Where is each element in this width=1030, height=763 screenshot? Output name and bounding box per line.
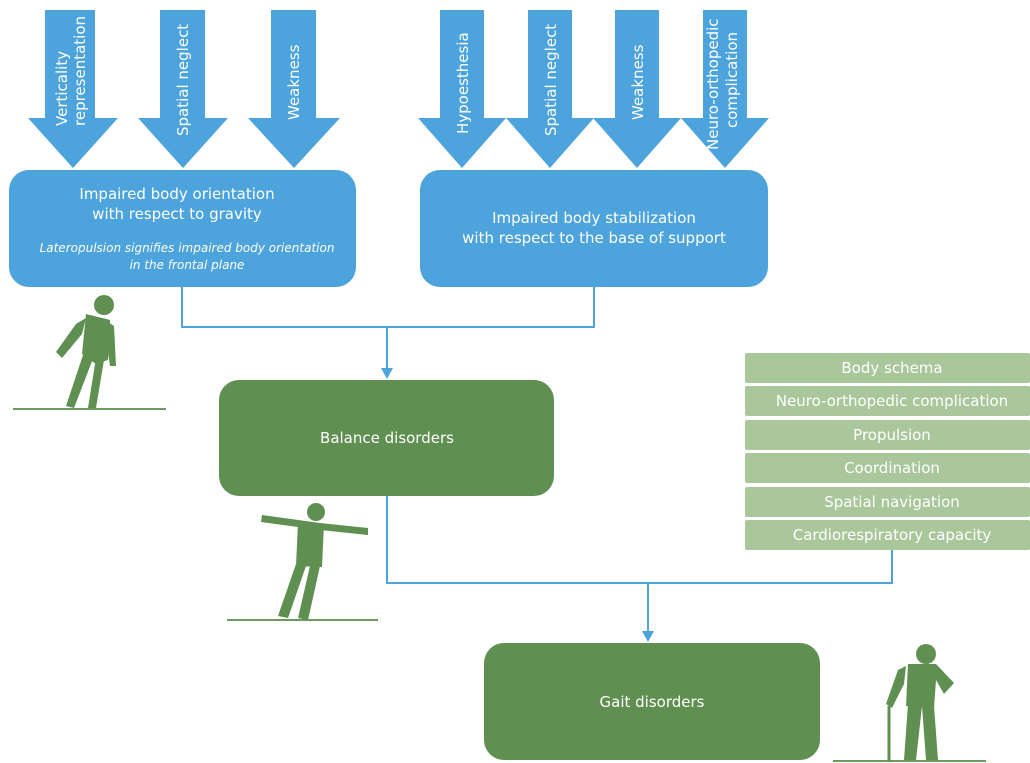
factor-item: Propulsion <box>745 420 1030 450</box>
factor-list: Body schema Neuro-orthopedic complicatio… <box>745 353 1030 550</box>
arrow-label-neuro-orthopedic-line1: Neuro-orthopedic <box>704 18 722 150</box>
arrow-spatial-neglect-right: Spatial neglect <box>506 10 594 168</box>
left-arrow-group: Verticality representation Spatial negle… <box>28 10 340 168</box>
balance-disorders-box: Balance disorders <box>219 380 554 496</box>
arrow-neuro-orthopedic-complication: Neuro-orthopedic complication <box>681 10 769 168</box>
arrow-label-weakness-right: Weakness <box>629 44 647 120</box>
orientation-box-title-line1: Impaired body orientation <box>79 185 274 203</box>
factor-item: Cardiorespiratory capacity <box>745 520 1030 550</box>
stabilization-box-title-line2: with respect to the base of support <box>462 229 726 247</box>
connector-top <box>181 287 595 379</box>
arrow-weakness-left: Weakness <box>248 10 340 168</box>
arrow-spatial-neglect-left: Spatial neglect <box>138 10 228 168</box>
balance-disorders-label: Balance disorders <box>320 429 454 447</box>
right-arrow-group: Hypoesthesia Spatial neglect Weakness Ne… <box>418 10 769 168</box>
factor-label: Propulsion <box>853 426 931 444</box>
arrow-label-spatial-neglect-left: Spatial neglect <box>174 24 192 136</box>
factor-label: Body schema <box>841 359 942 377</box>
arrow-weakness-right: Weakness <box>593 10 681 168</box>
factor-item: Neuro-orthopedic complication <box>745 386 1030 416</box>
factor-label: Coordination <box>844 459 940 477</box>
factor-item: Spatial navigation <box>745 487 1030 517</box>
gait-disorders-box: Gait disorders <box>484 643 820 760</box>
arrow-label-verticality-line2: representation <box>71 16 89 126</box>
stabilization-box: Impaired body stabilization with respect… <box>420 170 768 287</box>
arrow-label-weakness-left: Weakness <box>285 44 303 120</box>
orientation-box-note-line2: in the frontal plane <box>130 258 245 272</box>
arrow-hypoesthesia: Hypoesthesia <box>418 10 506 168</box>
arrow-label-spatial-neglect-right: Spatial neglect <box>542 24 560 136</box>
cane-figure-icon <box>833 644 986 762</box>
gait-disorders-label: Gait disorders <box>600 693 705 711</box>
tilted-figure-icon <box>13 295 166 410</box>
factor-item: Body schema <box>745 353 1030 383</box>
arrow-label-hypoesthesia: Hypoesthesia <box>454 32 472 134</box>
arrow-label-verticality-line1: Verticality <box>53 51 71 126</box>
orientation-box-note-line1: Lateropulsion signifies impaired body or… <box>40 241 335 255</box>
factor-item: Coordination <box>745 453 1030 483</box>
orientation-box: Impaired body orientation with respect t… <box>9 170 356 287</box>
factor-label: Neuro-orthopedic complication <box>776 392 1008 410</box>
orientation-box-title-line2: with respect to gravity <box>92 205 262 223</box>
connector-bottom <box>386 496 893 642</box>
arrow-label-neuro-orthopedic-line2: complication <box>723 32 741 128</box>
stabilization-box-title-line1: Impaired body stabilization <box>492 209 696 227</box>
factor-label: Spatial navigation <box>824 493 960 511</box>
balancing-figure-icon <box>227 503 378 621</box>
factor-label: Cardiorespiratory capacity <box>793 526 992 544</box>
arrow-verticality-representation: Verticality representation <box>28 10 118 168</box>
